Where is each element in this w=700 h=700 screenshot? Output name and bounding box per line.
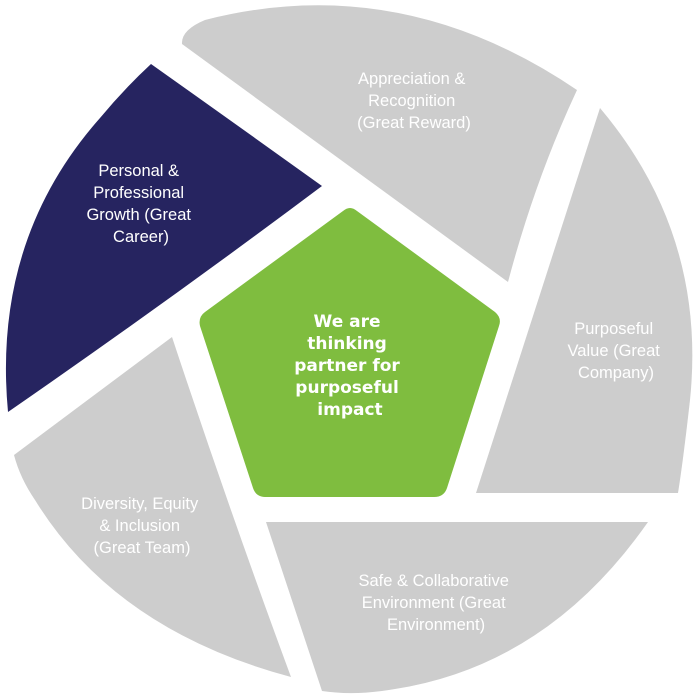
segment-appreciation-label: Appreciation & Recognition (Great Reward… [357,70,471,132]
center-pentagon [199,208,500,497]
segment-appreciation[interactable] [181,5,577,282]
segment-diversity-label: Diversity, Equity & Inclusion (Great Tea… [81,495,203,557]
segment-personal-growth-label: Personal & Professional Growth (Great Ca… [86,162,195,246]
segment-diversity[interactable] [14,337,291,677]
segments-layer: Appreciation & Recognition (Great Reward… [5,5,693,694]
segment-safe-collaborative-label: Safe & Collaborative Environment (Great … [358,572,513,634]
center-label: We are thinking partner for purposeful i… [294,312,405,420]
segment-purposeful-value[interactable] [476,108,693,493]
segment-purposeful-value-label: Purposeful Value (Great Company) [568,320,665,382]
segment-personal-growth[interactable] [5,64,322,412]
segment-safe-collaborative[interactable] [266,522,648,694]
